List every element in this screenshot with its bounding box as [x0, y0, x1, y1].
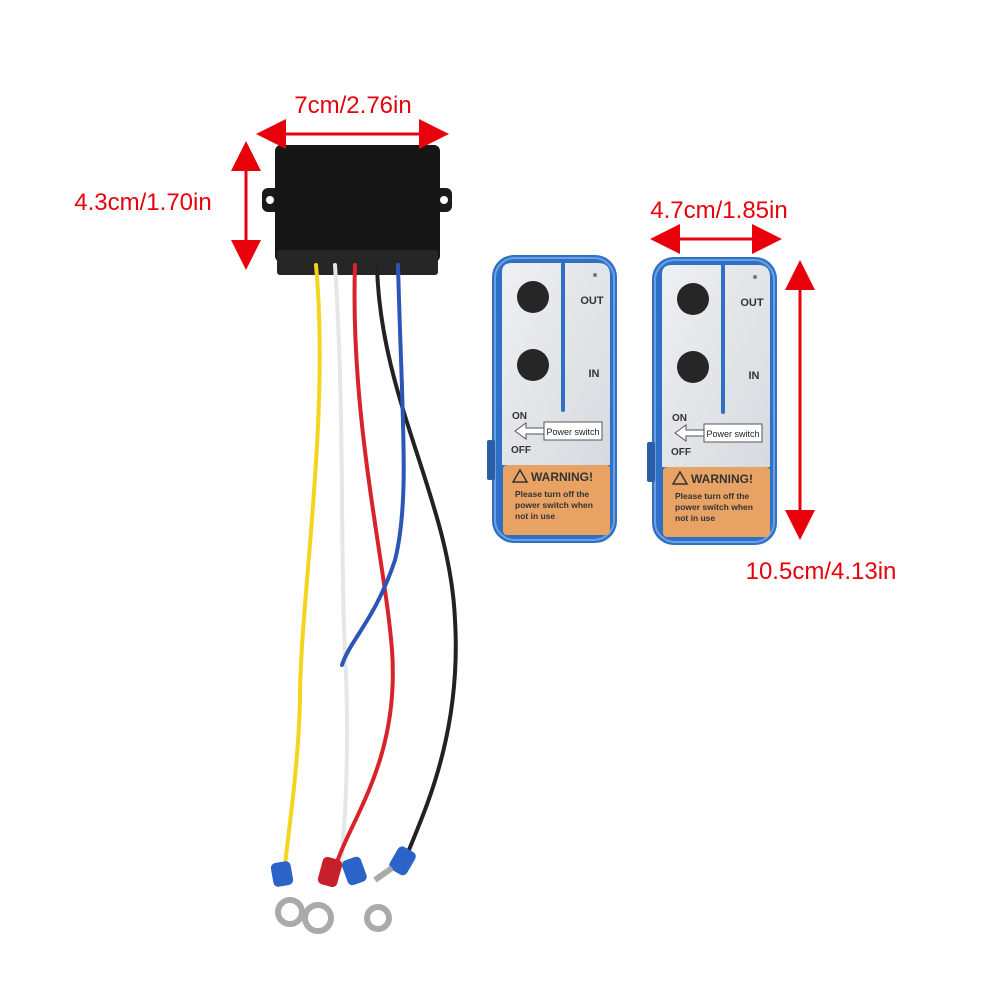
remote-control-1: OUT IN ON OFF Power switch WARNING! Plea…: [485, 253, 619, 545]
warning-title: WARNING!: [691, 472, 753, 486]
red-wire: [334, 263, 395, 867]
wires: [282, 263, 458, 882]
warning-line: power switch when: [675, 502, 753, 512]
on-label: ON: [512, 411, 527, 422]
power-switch-label: Power switch: [706, 429, 759, 439]
off-label: OFF: [671, 447, 691, 458]
receiver-width-label: 7cm/2.76in: [294, 92, 411, 119]
remote-width-label: 4.7cm/1.85in: [650, 197, 787, 224]
remote-height-label: 10.5cm/4.13in: [746, 558, 897, 585]
white-wire: [333, 263, 350, 872]
on-label: ON: [672, 413, 687, 424]
in-label: IN: [589, 368, 600, 380]
out-label: OUT: [580, 295, 604, 307]
blue-wire: [340, 263, 406, 667]
ring-terminals: [270, 846, 416, 934]
receiver-height-label: 4.3cm/1.70in: [74, 189, 211, 216]
yellow-wire: [282, 263, 322, 882]
warning-title: WARNING!: [531, 470, 593, 484]
dimension-annotations: [231, 119, 815, 540]
in-label: IN: [749, 370, 760, 382]
out-label: OUT: [740, 297, 764, 309]
warning-line: Please turn off the: [515, 489, 589, 499]
remote-control-2: OUT IN ON OFF Power switch WARNING! Plea…: [645, 255, 779, 547]
receiver-box: [262, 145, 452, 275]
power-switch-label: Power switch: [546, 427, 599, 437]
warning-line: power switch when: [515, 500, 593, 510]
warning-line: not in use: [515, 511, 555, 521]
off-label: OFF: [511, 445, 531, 456]
warning-line: not in use: [675, 513, 715, 523]
warning-line: Please turn off the: [675, 491, 749, 501]
black-wire: [375, 263, 458, 862]
